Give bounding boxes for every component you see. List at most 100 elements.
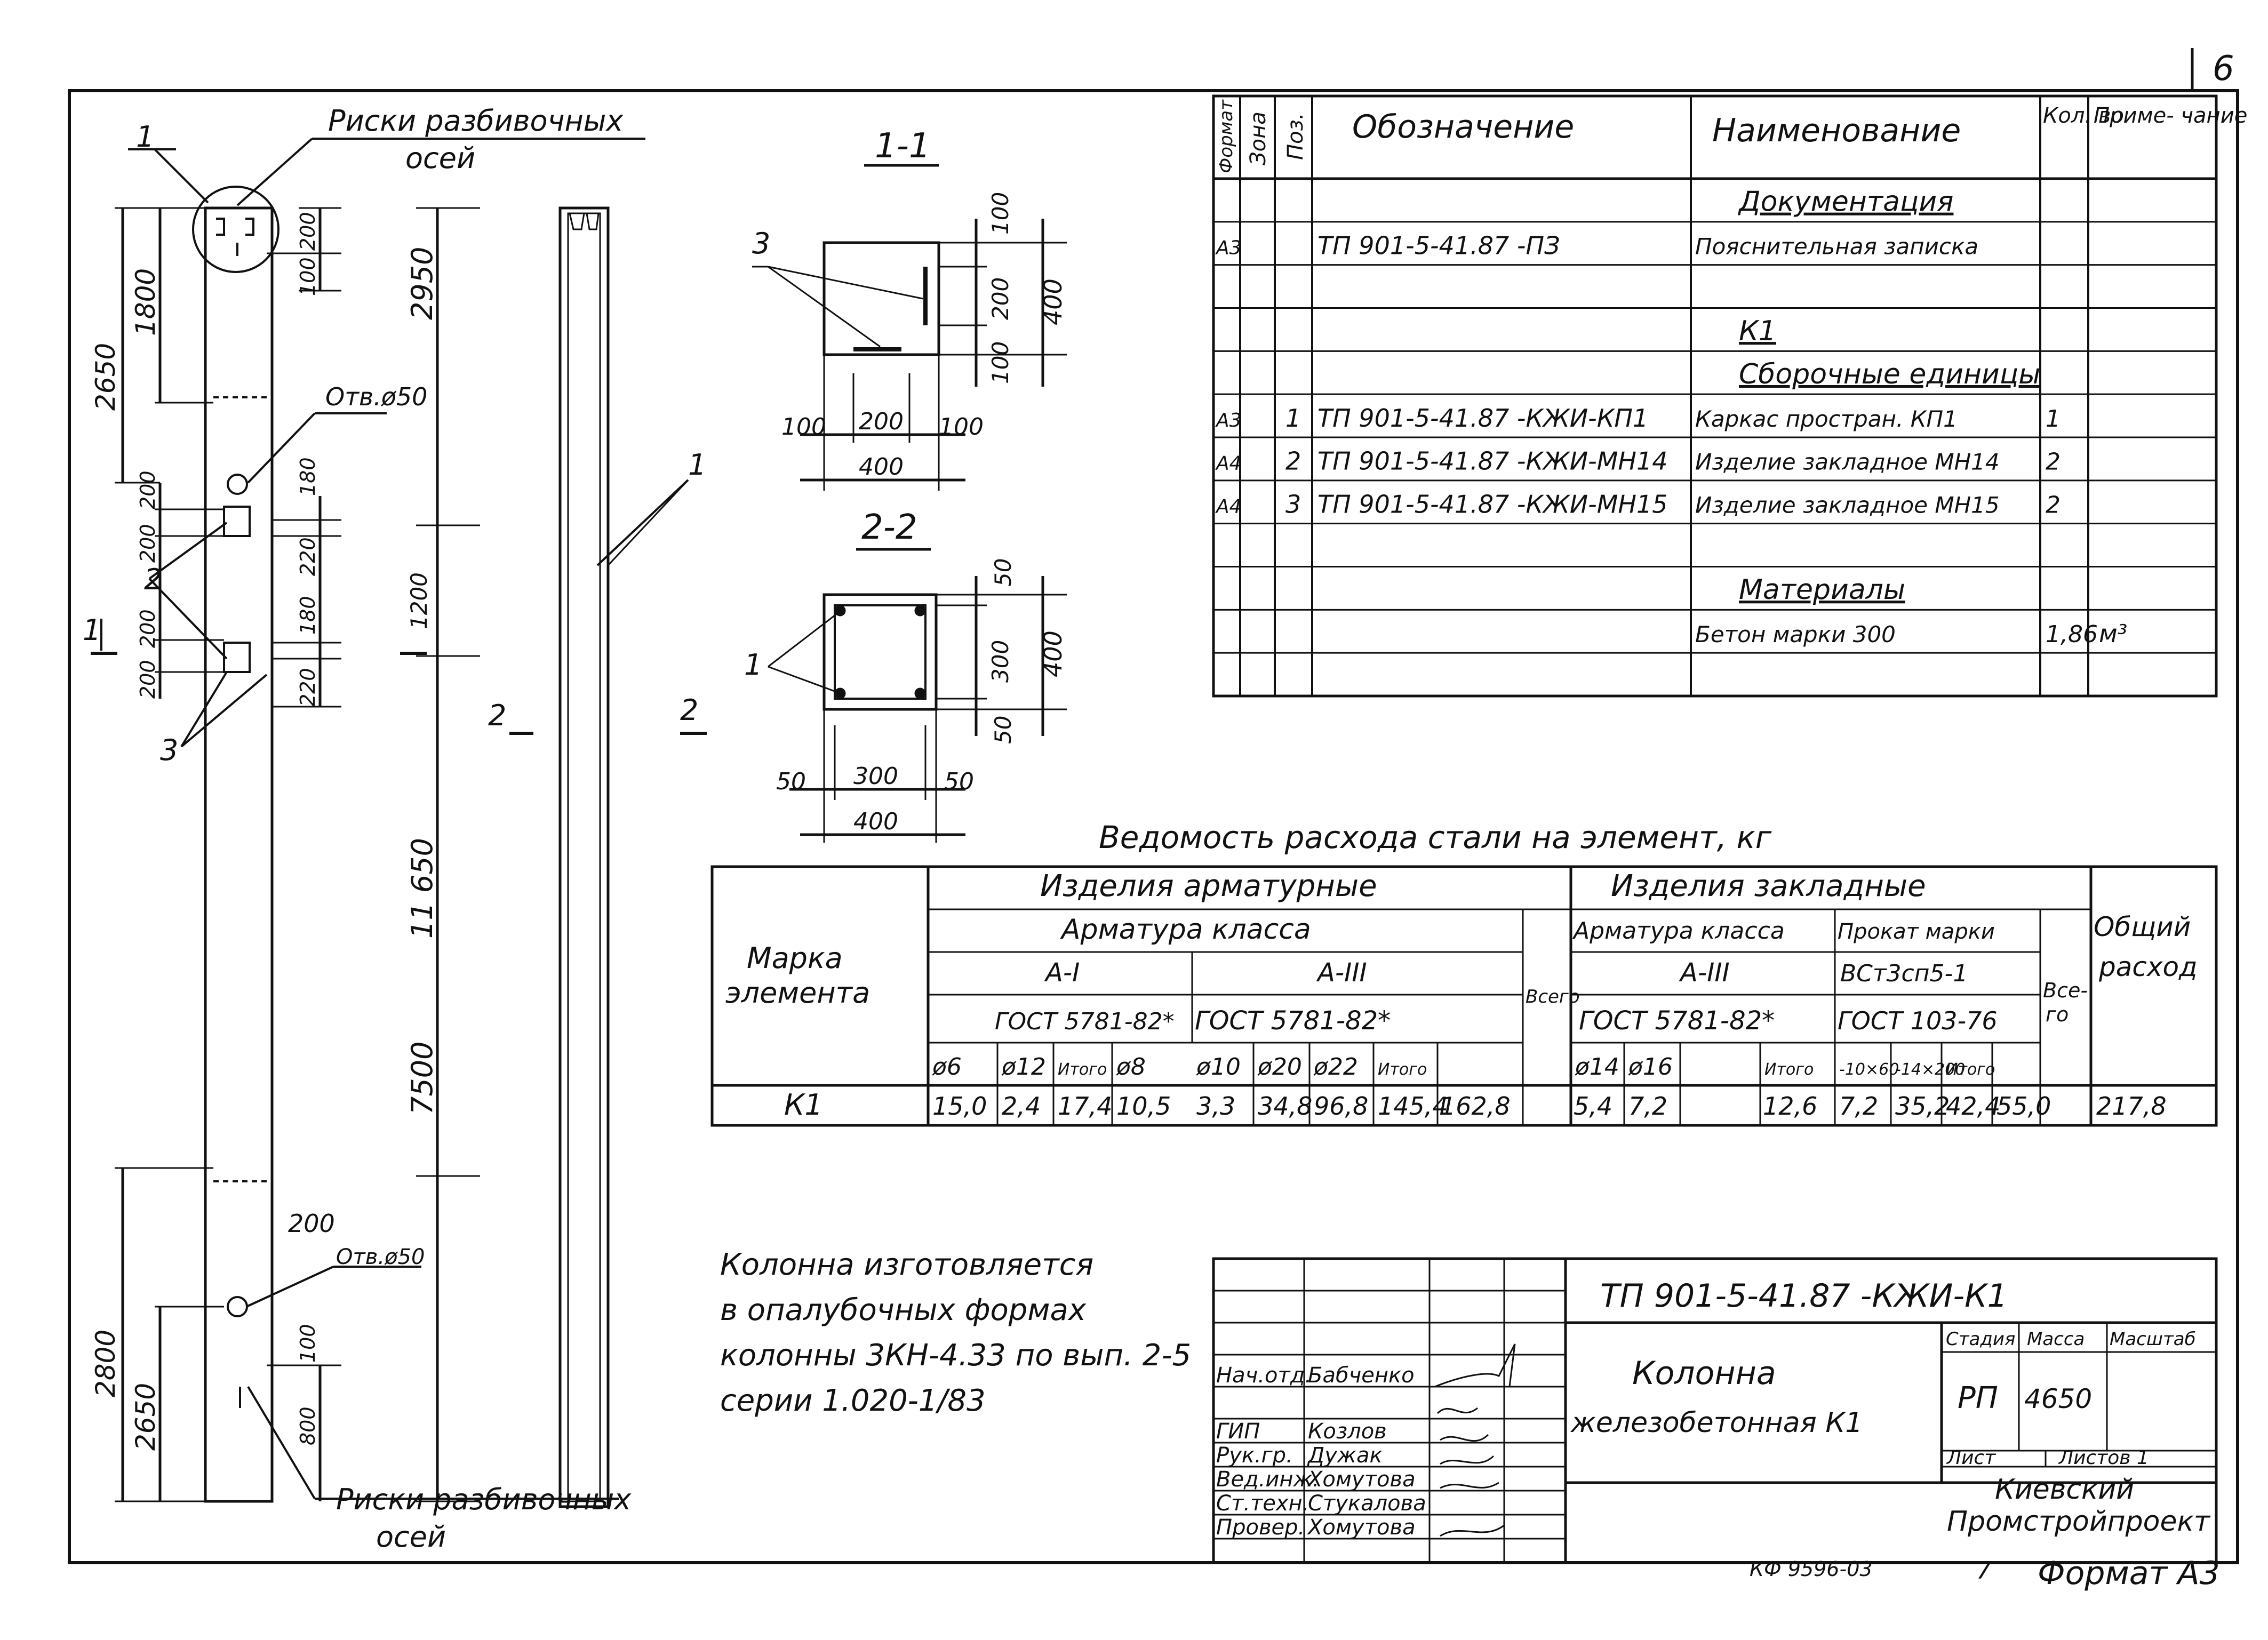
dim-7500: 7500 [405, 1042, 439, 1115]
dim-1800: 1800 [130, 268, 161, 336]
person-role: Нач.отд. [1216, 1363, 1312, 1388]
spec-row-name: Изделие закладное МН15 [1695, 492, 2000, 518]
spec-row-designation: ТП 901-5-41.87 -ПЗ [1317, 231, 1560, 260]
spec-header-zone: Зона [1246, 111, 1271, 165]
person-name: Дужак [1307, 1443, 1383, 1468]
person-role: Рук.гр. [1216, 1443, 1293, 1468]
spec-row-name: К1 [1739, 315, 1776, 347]
spec-row-format: А3 [1215, 237, 1242, 259]
person-role: Провер. [1216, 1515, 1305, 1540]
steel-value: 34,8 [1258, 1092, 1312, 1121]
steel-value: 42,4 [1946, 1092, 2000, 1121]
spec-row-designation: ТП 901-5-41.87 -КЖИ-МН14 [1317, 447, 1668, 476]
spec-row-pos: 2 [1285, 447, 1301, 476]
person-name: Хомутова [1307, 1515, 1416, 1540]
note-line-3: колонны 3КН-4.33 по вып. 2-5 [720, 1338, 1191, 1373]
copy-number: 7 [1976, 1557, 1991, 1585]
title-mass-label: Масса [2027, 1329, 2085, 1350]
steel-header-rebar-class: Арматура класса [1060, 914, 1311, 946]
spec-row-qty: 2 [2046, 491, 2061, 518]
dim-2950: 2950 [405, 247, 439, 320]
elevation-labels: Риски разбивочных осей Отв.ø50 Отв.ø50 Р… [83, 104, 706, 1554]
steel-header-all-2a: Все- [2043, 979, 2088, 1002]
steel-subheader: Итого [1946, 1060, 1995, 1079]
spec-header-qty: Кол. во [2043, 103, 2124, 128]
steel-value: 7,2 [1628, 1092, 1667, 1121]
spec-row-pos: 3 [1285, 490, 1301, 518]
note-line-4: серии 1.020-1/83 [720, 1383, 986, 1418]
note-text: Колонна изготовляется в опалубочных форм… [720, 1247, 1191, 1418]
steel-value: 15,0 [932, 1092, 987, 1121]
steel-subheader: ø22 [1313, 1053, 1358, 1081]
steel-header-A3: А-III [1316, 958, 1367, 988]
callout-2: 2 [144, 563, 162, 596]
section-2-dim-v-50b: 50 [990, 716, 1016, 744]
steel-subheader: ø8 [1116, 1053, 1146, 1081]
spec-row-note: м³ [2099, 619, 2127, 648]
steel-subheader: ø20 [1257, 1053, 1302, 1081]
axis-marks-top-line2: осей [405, 141, 475, 175]
spec-row-qty: 2 [2046, 449, 2061, 476]
steel-value: 55,0 [1997, 1092, 2051, 1121]
dim-2650-bottom: 2650 [130, 1383, 161, 1451]
dim-800: 800 [296, 1406, 320, 1445]
spec-row-qty: 1,86 [2046, 621, 2098, 648]
callout-3: 3 [160, 733, 178, 767]
section-1-dim-v-100a: 100 [987, 192, 1013, 235]
spec-row-name: Сборочные единицы [1739, 358, 2040, 390]
steel-value: 10,5 [1116, 1092, 1171, 1121]
steel-value: 145,4 [1378, 1092, 1448, 1121]
cut-mark-2a: 2 [488, 699, 506, 732]
dim-200-bottom: 200 [288, 1209, 335, 1238]
spec-row-name: Материалы [1739, 574, 1905, 606]
person-name: Хомутова [1307, 1467, 1416, 1492]
steel-value: 35,2 [1895, 1092, 1950, 1121]
section-1-1: 1-1 3 100 200 40 [752, 126, 1067, 491]
spec-row-designation: ТП 901-5-41.87 -КЖИ-КП1 [1317, 404, 1648, 433]
person-role: ГИП [1216, 1419, 1260, 1444]
steel-subheader: ø6 [932, 1053, 962, 1081]
steel-subheader: ø14 [1575, 1053, 1619, 1081]
steel-table: Ведомость расхода стали на элемент, кг М… [710, 819, 2218, 1127]
steel-value: 217,8 [2096, 1092, 2167, 1121]
signatures [1434, 1343, 1516, 1537]
spec-header-note: Приме- чание [2094, 103, 2247, 128]
steel-header-gost-4: ГОСТ 103-76 [1838, 1006, 1998, 1035]
steel-table-title: Ведомость расхода стали на элемент, кг [1099, 819, 1772, 855]
section-1-dim-h-400: 400 [859, 453, 904, 481]
spec-header-pos: Поз. [1283, 113, 1308, 160]
format-label: Формат А3 [2038, 1555, 2220, 1592]
dim-11650: 11 650 [405, 838, 439, 939]
elevation-leaders [91, 138, 707, 1500]
dim-200-a: 200 [136, 470, 159, 509]
steel-header-gost-3: ГОСТ 5781-82* [1579, 1006, 1775, 1036]
spec-row-pos: 1 [1285, 404, 1301, 433]
spec-header-designation: Обозначение [1352, 108, 1574, 146]
dim-200-d: 200 [136, 660, 159, 699]
dim-220-b: 220 [296, 668, 320, 707]
spec-row-format: А4 [1215, 453, 1242, 475]
steel-header-embedded-items: Изделия закладные [1611, 869, 1926, 903]
steel-subheader: ø12 [1001, 1053, 1046, 1081]
spec-row-name: Документация [1738, 186, 1953, 218]
title-line-1: Колонна [1632, 1355, 1776, 1392]
section-1-dim-v-200: 200 [987, 277, 1013, 320]
steel-header-gost-2: ГОСТ 5781-82* [1195, 1006, 1391, 1036]
steel-value: 162,8 [1440, 1092, 1511, 1121]
steel-value: 2,4 [1002, 1092, 1041, 1121]
dim-100-top: 100 [296, 257, 320, 296]
steel-header-total-1: Общий [2094, 911, 2191, 942]
steel-subheader: Итого [1764, 1060, 1814, 1079]
steel-subheader: ø16 [1628, 1053, 1673, 1081]
title-sheets-label: Листов 1 [2058, 1447, 2149, 1469]
section-1-dim-v-100b: 100 [987, 341, 1013, 384]
spec-table: Формат Зона Поз. Обозначение Наименовани… [1212, 94, 2247, 698]
steel-header-rebar-class-2: Арматура класса [1572, 917, 1785, 945]
steel-header-all-2b: го [2046, 1003, 2069, 1026]
dim-220-a: 220 [296, 537, 320, 576]
steel-value: 3,3 [1196, 1092, 1235, 1121]
hole-label-top: Отв.ø50 [325, 382, 427, 411]
title-stage: РП [1958, 1381, 1998, 1415]
person-name: Козлов [1308, 1419, 1387, 1444]
